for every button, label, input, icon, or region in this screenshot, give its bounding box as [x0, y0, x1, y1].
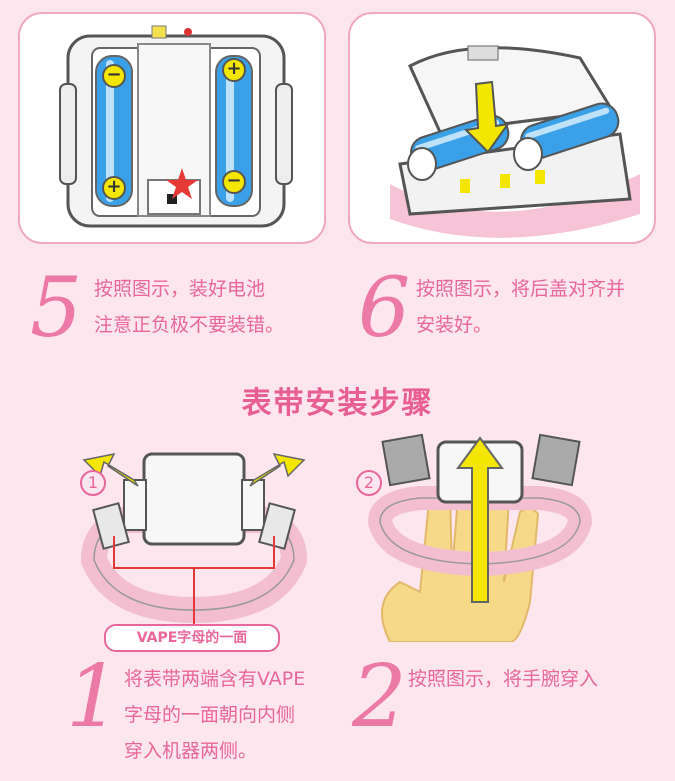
step-number-6: 6 — [358, 261, 411, 356]
strap-step-1-line-1: 将表带两端含有VAPE — [124, 668, 306, 690]
strap-insert-illustration — [80, 452, 308, 626]
battery-right-top-plus: + — [226, 58, 242, 79]
strap-step-badge-1: 1 — [80, 470, 106, 496]
battery-compartment-illustration — [59, 25, 293, 228]
step-5-line-2: 注意正负极不要装错。 — [94, 314, 285, 336]
strap-step-number-1: 1 — [66, 647, 121, 747]
back-cover-panel — [348, 12, 656, 244]
strap-step-number-2: 2 — [352, 647, 407, 747]
step-6-line-1: 按照图示，将后盖对齐并 — [416, 278, 626, 300]
battery-left-bottom-plus: + — [106, 176, 122, 197]
strap-step-badge-2: 2 — [356, 470, 382, 496]
step-number-5: 5 — [30, 261, 83, 356]
strap-step-2-line-1: 按照图示，将手腕穿入 — [408, 668, 599, 690]
back-cover-illustration — [390, 45, 640, 238]
battery-right-bottom-minus: − — [226, 170, 242, 191]
wrist-insert-illustration — [367, 433, 593, 642]
step-5-line-1: 按照图示，装好电池 — [94, 278, 266, 300]
battery-left-top-minus: − — [106, 64, 122, 85]
strap-step-1-line-3: 穿入机器两侧。 — [124, 740, 258, 762]
strap-step-1-line-2: 字母的一面朝向内侧 — [124, 704, 296, 726]
vape-side-label: VAPE字母的一面 — [104, 624, 280, 652]
battery-install-panel: − + + − — [18, 12, 326, 244]
strap-install-title: 表带安装步骤 — [241, 386, 434, 421]
step-6-line-2: 安装好。 — [416, 314, 493, 336]
